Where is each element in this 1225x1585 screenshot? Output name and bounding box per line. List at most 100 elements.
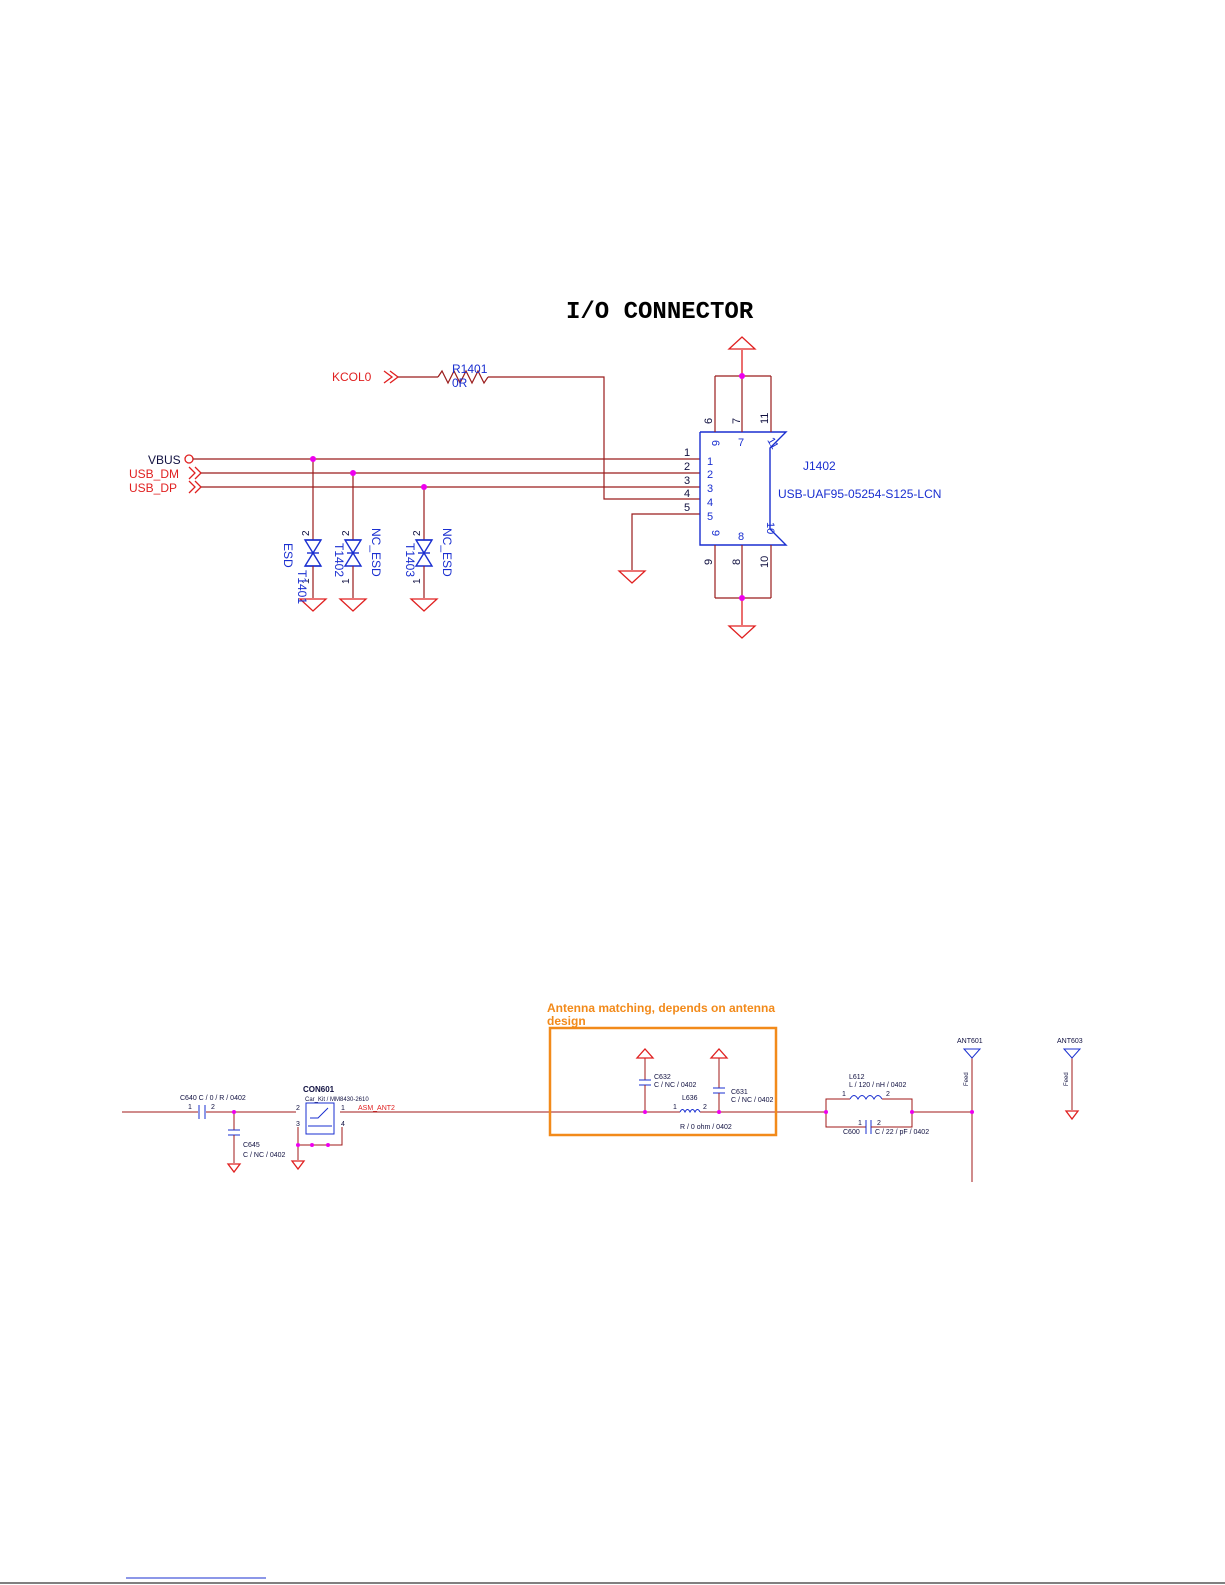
parallel-network-wire	[882, 1098, 913, 1112]
power-symbol-c632	[635, 1048, 655, 1059]
esd-pin-label: 1	[301, 578, 312, 584]
parallel-network-wire	[825, 1098, 850, 1112]
junction-dot	[643, 1110, 647, 1114]
inductor-l636-ref: L636	[682, 1095, 698, 1102]
port-vbus	[184, 454, 194, 464]
capacitor-c632-ref: C632	[654, 1074, 671, 1081]
net-label-vbus: VBUS	[148, 453, 181, 467]
junction-dot	[310, 1143, 314, 1147]
inductor-l612	[849, 1095, 883, 1101]
antenna-matching-box	[548, 1026, 778, 1137]
inductor-l612-pin: 1	[842, 1091, 846, 1098]
parallel-network-wire	[825, 1112, 866, 1128]
wire-kcol0-to-pin4	[488, 376, 700, 500]
junction-dot	[910, 1110, 914, 1114]
antenna-ant601-symbol	[962, 1048, 982, 1059]
connector-pin-label-inner: 2	[707, 469, 713, 481]
capacitor-c645-value: C / NC / 0402	[243, 1152, 286, 1159]
esd-t1403-value: NC_ESD	[440, 528, 454, 577]
connector-pin-label-inner: 5	[707, 511, 713, 523]
esd-pin-label: 2	[412, 530, 423, 536]
ground-symbol-con601	[290, 1160, 306, 1171]
junction-dot	[326, 1143, 330, 1147]
junction-dot	[421, 484, 427, 490]
connector-j1402-ref: J1402	[803, 459, 836, 473]
connector-pin-label-inner: 4	[707, 497, 713, 509]
connector-pin-label-bottom: 8	[731, 559, 743, 565]
connector-con601-body	[305, 1102, 335, 1135]
esd-t1401-ref: T1401	[295, 570, 309, 604]
resistor-r1401-value: 0R	[452, 376, 468, 390]
connector-con601-pin: 4	[341, 1121, 345, 1128]
esd-t1401: 2 1 T1401 ESD	[281, 459, 328, 612]
connector-con601-pin: 2	[296, 1105, 300, 1112]
connector-con601-switch	[310, 1107, 329, 1119]
esd-pin-label: 2	[341, 530, 352, 536]
connector-pin-label-inner: 3	[707, 483, 713, 495]
connector-j1402-part: USB-UAF95-05254-S125-LCN	[778, 487, 941, 501]
antenna-ant601-ref: ANT601	[957, 1038, 983, 1045]
wire-pin5-ground	[631, 513, 700, 570]
antenna-ant601-feed-label: Feed	[964, 1072, 970, 1086]
junction-dot	[310, 456, 316, 462]
io-connector-schematic: KCOL0 R1401 0R VBUS USB_DM USB_DP 1 2 3 …	[129, 336, 941, 639]
junction-dot	[350, 470, 356, 476]
junction-dot	[717, 1110, 721, 1114]
inductor-l636-pin: 2	[703, 1104, 707, 1111]
capacitor-c631-ref: C631	[731, 1089, 748, 1096]
esd-t1401-value: ESD	[281, 543, 295, 568]
esd-pin-label: 1	[341, 578, 352, 584]
capacitor-c640-label: C640 C / 0 / R / 0402	[180, 1095, 246, 1102]
inductor-l636-pin: 1	[673, 1104, 677, 1111]
net-arrow-usb-dp	[188, 480, 196, 494]
resistor-r1401-ref: R1401	[452, 362, 488, 376]
junction-dot	[739, 373, 745, 379]
connector-pin-label: 1	[684, 447, 690, 459]
connector-con601-part: Car_Kit / MM8430-2610	[305, 1097, 369, 1103]
connector-pin-label: 5	[684, 502, 690, 514]
ground-symbol-top	[727, 336, 757, 350]
connector-pin-label-top: 11	[759, 413, 771, 424]
power-symbol-c631	[709, 1048, 729, 1059]
connector-pin-label-bottom: 9	[703, 559, 715, 565]
net-arrow-kcol0	[383, 370, 394, 384]
esd-t1403-ref: T1403	[403, 543, 417, 577]
capacitor-c632-value: C / NC / 0402	[654, 1082, 697, 1089]
inductor-l612-ref: L612	[849, 1074, 865, 1081]
connector-con601-pin: 3	[296, 1121, 300, 1128]
capacitor-c631-value: C / NC / 0402	[731, 1097, 774, 1104]
net-label-usb-dm: USB_DM	[129, 467, 179, 481]
capacitor-c600-pin: 2	[877, 1120, 881, 1127]
antenna-note-line: design	[547, 1014, 586, 1028]
connector-con601-ref: CON601	[303, 1085, 335, 1094]
connector-pin-label-top-inner: 6	[709, 440, 721, 446]
connector-pin-label: 3	[684, 475, 690, 487]
page-title: I/O CONNECTOR	[566, 299, 754, 326]
ground-symbol-pin5	[617, 570, 647, 584]
capacitor-c645-ref: C645	[243, 1142, 260, 1149]
junction-dot	[232, 1110, 236, 1114]
antenna-ant603-feed-label: Feed	[1064, 1072, 1070, 1086]
junction-dot	[970, 1110, 974, 1114]
junction-dot	[739, 595, 745, 601]
junction-dot	[296, 1143, 300, 1147]
connector-pin-label-bottom-inner: 10	[764, 522, 776, 534]
ground-symbol-c645	[226, 1163, 242, 1174]
connector-con601-ground-wire	[297, 1127, 343, 1146]
inductor-l636	[679, 1109, 701, 1114]
esd-t1402-ref: T1402	[332, 543, 346, 577]
connector-pin-label-top: 7	[731, 418, 743, 424]
capacitor-c640-pin: 1	[188, 1104, 192, 1111]
net-arrow-usb-dm	[188, 466, 196, 480]
esd-t1403: 2 1 T1403 NC_ESD	[403, 487, 454, 612]
inductor-l636-value: R / 0 ohm / 0402	[680, 1124, 732, 1131]
inductor-l612-value: L / 120 / nH / 0402	[849, 1082, 906, 1089]
antenna-note-line: Antenna matching, depends on antenna	[547, 1001, 775, 1015]
esd-t1402-value: NC_ESD	[369, 528, 383, 577]
net-label-asm-ant2: ASM_ANT2	[358, 1105, 395, 1112]
connector-pin-label-bottom-inner: 9	[709, 530, 721, 536]
esd-pin-label: 1	[412, 578, 423, 584]
connector-j1402-body	[699, 431, 788, 546]
antenna-ant603-symbol	[1062, 1048, 1082, 1059]
